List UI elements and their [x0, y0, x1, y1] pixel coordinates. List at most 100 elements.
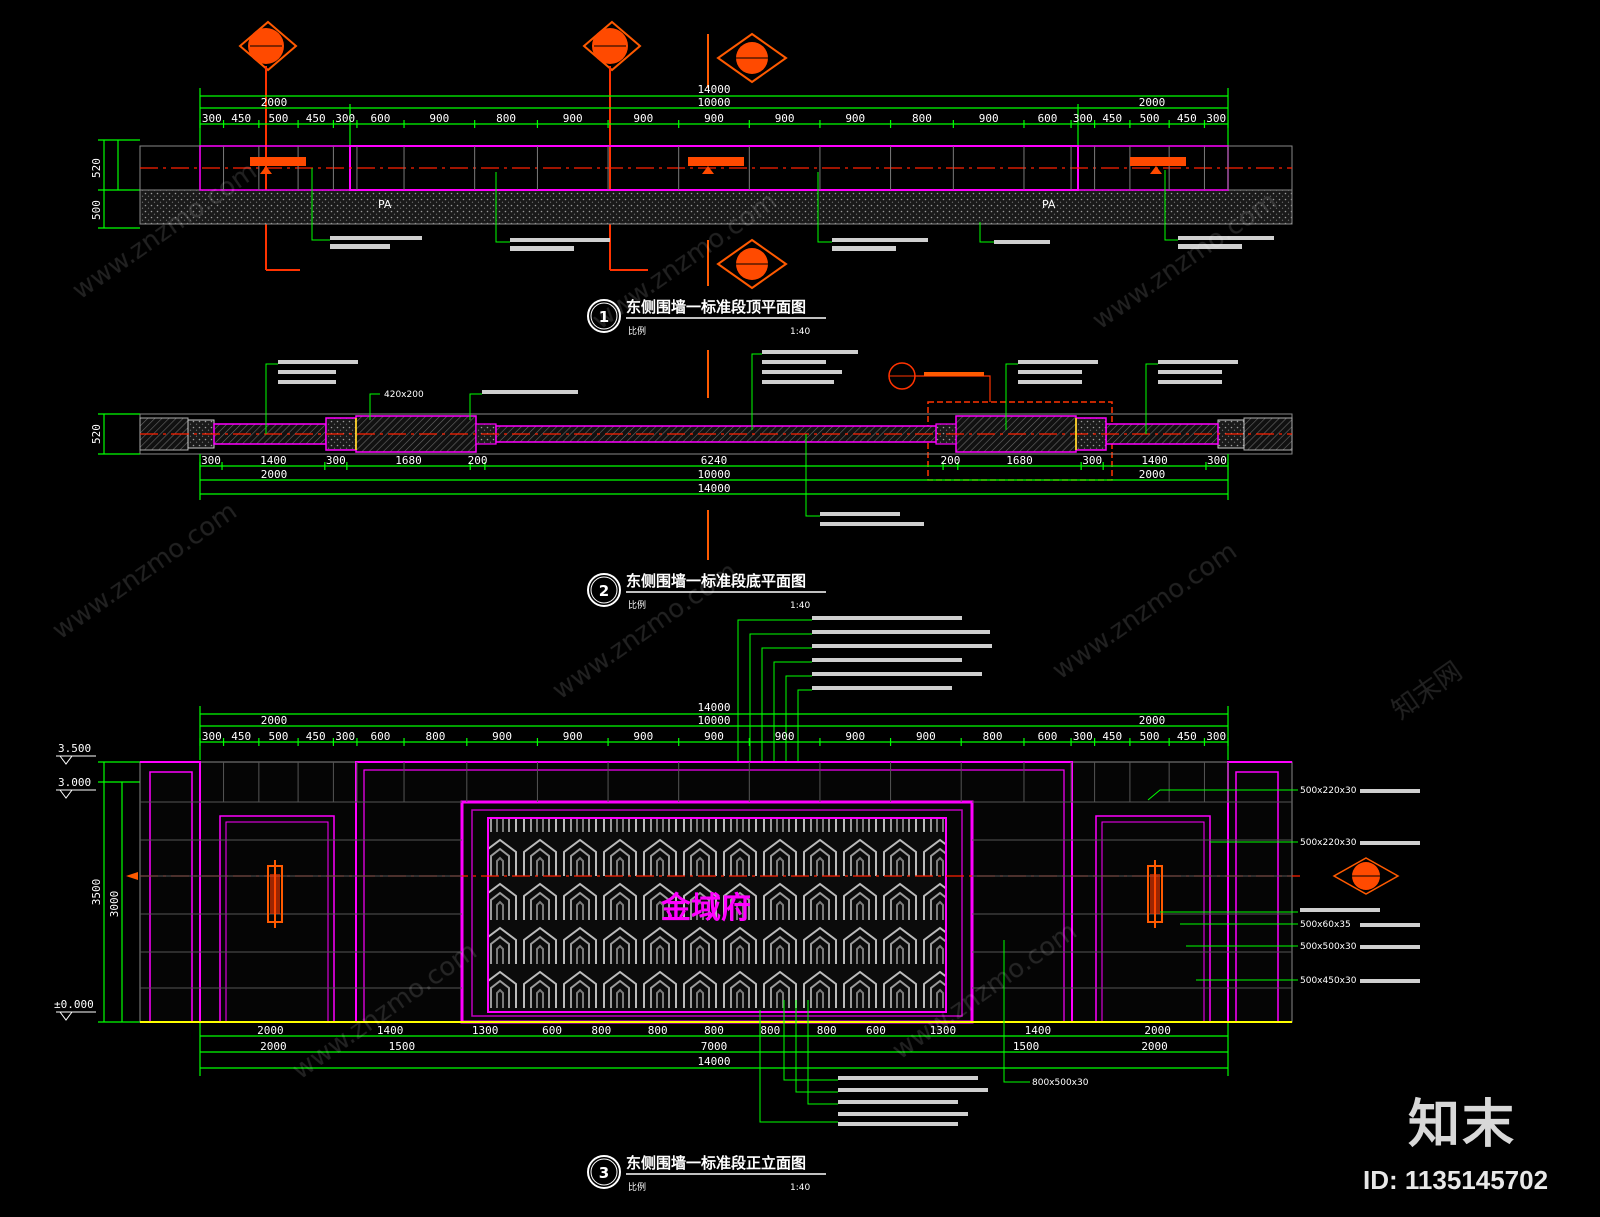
dim3-seg-label: 450 — [231, 730, 251, 743]
dimension-bottom-row-b: 2000 1500 7000 1500 2000 — [260, 1040, 1168, 1053]
dim-total-14000: 14000 — [697, 83, 730, 96]
dim3-bota-label: 800 — [591, 1024, 611, 1037]
elevation-0000: ±0.000 — [54, 998, 94, 1011]
dim1-seg-label: 450 — [306, 112, 326, 125]
gate-sign-text: 金域府 — [660, 891, 751, 926]
dim1-seg-label: 800 — [496, 112, 516, 125]
section-marker-3 — [1332, 857, 1400, 895]
drawing-2-scale-label: 比例 — [628, 599, 646, 611]
wall-bottom-plan — [139, 413, 1293, 455]
dim1-seg-label: 600 — [371, 112, 391, 125]
dim3-botb-label: 2000 — [260, 1040, 287, 1053]
side-note-2: 500x220x30 — [1300, 838, 1357, 848]
dim3-seg-label: 900 — [563, 730, 583, 743]
dim2-seg-label: 200 — [468, 454, 488, 467]
tag-red-3 — [1130, 157, 1186, 166]
watermark-site-cn: 知末网 — [1387, 656, 1468, 725]
drawing-1-title-text: 东侧围墙一标准段顶平面图 — [626, 298, 806, 316]
dim3-bota-label: 800 — [760, 1024, 780, 1037]
dim3-botb-label: 1500 — [389, 1040, 416, 1053]
leader-notes-3-top — [812, 616, 992, 690]
section-marker-2 — [888, 362, 991, 402]
dim3-bota-label: 2000 — [1144, 1024, 1171, 1037]
dim2-seg-label: 1680 — [1006, 454, 1033, 467]
dim3-seg-label: 600 — [371, 730, 391, 743]
dim3-botb-label: 7000 — [701, 1040, 728, 1053]
dim3-bota-label: 600 — [542, 1024, 562, 1037]
drawing-3-title-text: 东侧围墙一标准段正立面图 — [626, 1154, 806, 1172]
dim3-height-3500: 3500 — [90, 879, 103, 906]
drawing-2-number: 2 — [599, 582, 609, 600]
callout-420x200: 420x200 — [384, 390, 424, 400]
dim3-seg-label: 800 — [425, 730, 445, 743]
dim3-botb-label: 1500 — [1013, 1040, 1040, 1053]
drawing-2-title: 2 东侧围墙一标准段底平面图 比例 1:40 — [587, 572, 826, 611]
dim1-seg-label: 450 — [1177, 112, 1197, 125]
drawing-3-scale: 1:40 — [790, 1183, 810, 1193]
dim3-seg-label: 500 — [1140, 730, 1160, 743]
leaders-1 — [311, 168, 1178, 243]
dim1-seg-label: 500 — [269, 112, 289, 125]
dim1-seg-label: 900 — [979, 112, 999, 125]
dimension-lines-2 — [98, 413, 1229, 500]
dim-left-500: 500 — [90, 200, 103, 220]
watermark-site-6: www.znzmo.com — [1047, 536, 1243, 686]
dim2-seg-label: 300 — [1207, 454, 1227, 467]
leader-notes-3-bottom — [838, 1076, 988, 1126]
drawing-3-number: 3 — [599, 1164, 609, 1182]
dim1-seg-label: 900 — [429, 112, 449, 125]
leaders-3-bottom — [759, 940, 1030, 1123]
watermark-id: ID: 1135145702 — [1363, 1165, 1549, 1195]
wall-top-plan — [139, 145, 1293, 225]
dim3-bota-label: 600 — [866, 1024, 886, 1037]
dim3-seg-label: 450 — [306, 730, 326, 743]
dim2-seg-label: 300 — [1082, 454, 1102, 467]
dim2-left-2000: 2000 — [261, 468, 288, 481]
dim2-seg-label: 300 — [326, 454, 346, 467]
dim3-seg-label: 900 — [916, 730, 936, 743]
material-label-pa-left: PA — [378, 198, 392, 211]
side-note-1: 500x220x30 — [1300, 786, 1357, 796]
dim3-bota-label: 1300 — [930, 1024, 957, 1037]
watermark-logo: 知末 — [1408, 1095, 1517, 1155]
drawing-1-scale-label: 比例 — [628, 325, 646, 337]
bottom-note-800x500: 800x500x30 — [1032, 1078, 1089, 1088]
section-marker-1b — [582, 20, 642, 72]
dimension-lines-3 — [98, 706, 1229, 1076]
dim3-bota-label: 2000 — [257, 1024, 284, 1037]
dim2-left-520: 520 — [90, 424, 103, 444]
section-marker-1c — [707, 32, 788, 88]
leader-notes-1 — [330, 236, 1274, 251]
dim3-height-3000: 3000 — [108, 891, 121, 918]
dim3-seg-label: 450 — [1102, 730, 1122, 743]
dim3-seg-label: 600 — [1038, 730, 1058, 743]
dim3-left-2000: 2000 — [261, 714, 288, 727]
dim2-seg-label: 1680 — [395, 454, 422, 467]
dim3-seg-label: 900 — [704, 730, 724, 743]
dim2-seg-label: 1400 — [260, 454, 287, 467]
leader-notes-2 — [278, 350, 1238, 526]
dim1-seg-label: 300 — [202, 112, 222, 125]
dim3-bota-label: 1400 — [1025, 1024, 1052, 1037]
dim1-seg-label: 800 — [912, 112, 932, 125]
dim1-seg-label: 900 — [563, 112, 583, 125]
side-note-desc — [1360, 789, 1420, 983]
dim3-botb-label: 2000 — [1141, 1040, 1168, 1053]
drawing-2-scale: 1:40 — [790, 601, 810, 611]
dim3-seg-label: 900 — [845, 730, 865, 743]
dim1-seg-label: 300 — [1206, 112, 1226, 125]
dim-right-2000: 2000 — [1139, 96, 1166, 109]
side-note-lamp — [1300, 908, 1380, 912]
wall-elevation — [139, 761, 1300, 1024]
dim3-bota-label: 800 — [648, 1024, 668, 1037]
dim3-seg-label: 900 — [492, 730, 512, 743]
drawing-3-title: 3 东侧围墙一标准段正立面图 比例 1:40 — [587, 1154, 826, 1193]
dim3-bota-label: 800 — [817, 1024, 837, 1037]
side-note-4: 500x500x30 — [1300, 942, 1357, 952]
watermark-site-4: www.znzmo.com — [47, 496, 243, 646]
dimension-lines-1 — [98, 88, 1229, 229]
